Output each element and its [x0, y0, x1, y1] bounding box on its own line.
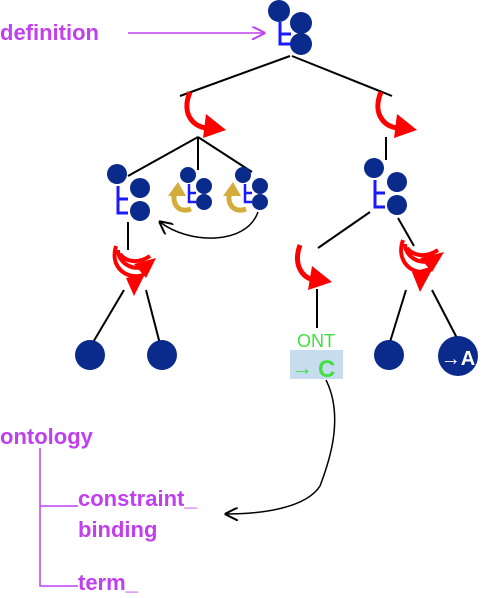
definition-label: definition	[0, 20, 99, 45]
leaf-node	[75, 340, 105, 370]
ont-tag: ONT	[297, 331, 335, 351]
red-arrow-icon	[295, 244, 332, 290]
node	[196, 178, 212, 194]
gold-arrow-head	[223, 182, 241, 196]
node	[290, 33, 312, 55]
red-multi-arrow-icon	[112, 245, 156, 296]
ontology-label: ontology	[0, 424, 94, 449]
bracket-icon	[187, 184, 196, 204]
right-small-node-cluster	[223, 167, 268, 213]
red-arrow-icon	[375, 91, 417, 138]
tree-edge	[291, 55, 393, 97]
red-arrow-icon	[184, 91, 226, 138]
ont-arrow-icon: →	[291, 355, 313, 380]
root-node-cluster	[268, 0, 312, 55]
node	[252, 178, 268, 194]
right-node-cluster	[364, 158, 407, 215]
node	[130, 201, 150, 221]
bracket-icon	[278, 22, 291, 46]
tree-edge	[389, 289, 407, 343]
leaf-node	[374, 340, 404, 370]
link-arrow	[160, 211, 259, 239]
node	[387, 172, 407, 192]
node	[180, 167, 196, 183]
leaf-node	[147, 340, 177, 370]
tree-edge	[397, 217, 415, 247]
red-multi-arrow-icon	[399, 239, 444, 292]
link-arrow	[226, 379, 336, 514]
tree-edge	[127, 136, 199, 177]
tree-edge	[145, 289, 161, 345]
gold-arrow-head	[168, 182, 186, 196]
left-node-cluster	[107, 164, 150, 221]
ont-box-background	[290, 350, 343, 379]
constraint-label: constraint_	[78, 486, 197, 511]
tree-edge	[317, 211, 371, 249]
bracket-icon	[243, 184, 252, 204]
bracket-icon	[116, 186, 128, 215]
node	[130, 178, 150, 198]
node	[290, 12, 312, 34]
node	[252, 194, 268, 210]
node	[107, 164, 127, 184]
ontology-bracket	[39, 448, 78, 587]
binding-label: binding	[78, 517, 157, 542]
leaf-node-a	[438, 336, 478, 376]
ont-letter: C	[318, 356, 335, 383]
node	[387, 195, 407, 215]
node	[235, 167, 251, 183]
leaf-a-label: →A	[441, 348, 475, 370]
node	[196, 194, 212, 210]
tree-edge	[91, 289, 125, 345]
tree-edge	[197, 136, 253, 173]
node	[268, 0, 290, 22]
term-label: term_	[78, 570, 139, 595]
tree-edge	[431, 289, 459, 341]
ont-box: ONT → C	[290, 331, 343, 383]
middle-node-cluster	[168, 167, 212, 213]
tree-edge	[179, 55, 291, 97]
bracket-icon	[373, 180, 385, 209]
node	[364, 158, 384, 178]
